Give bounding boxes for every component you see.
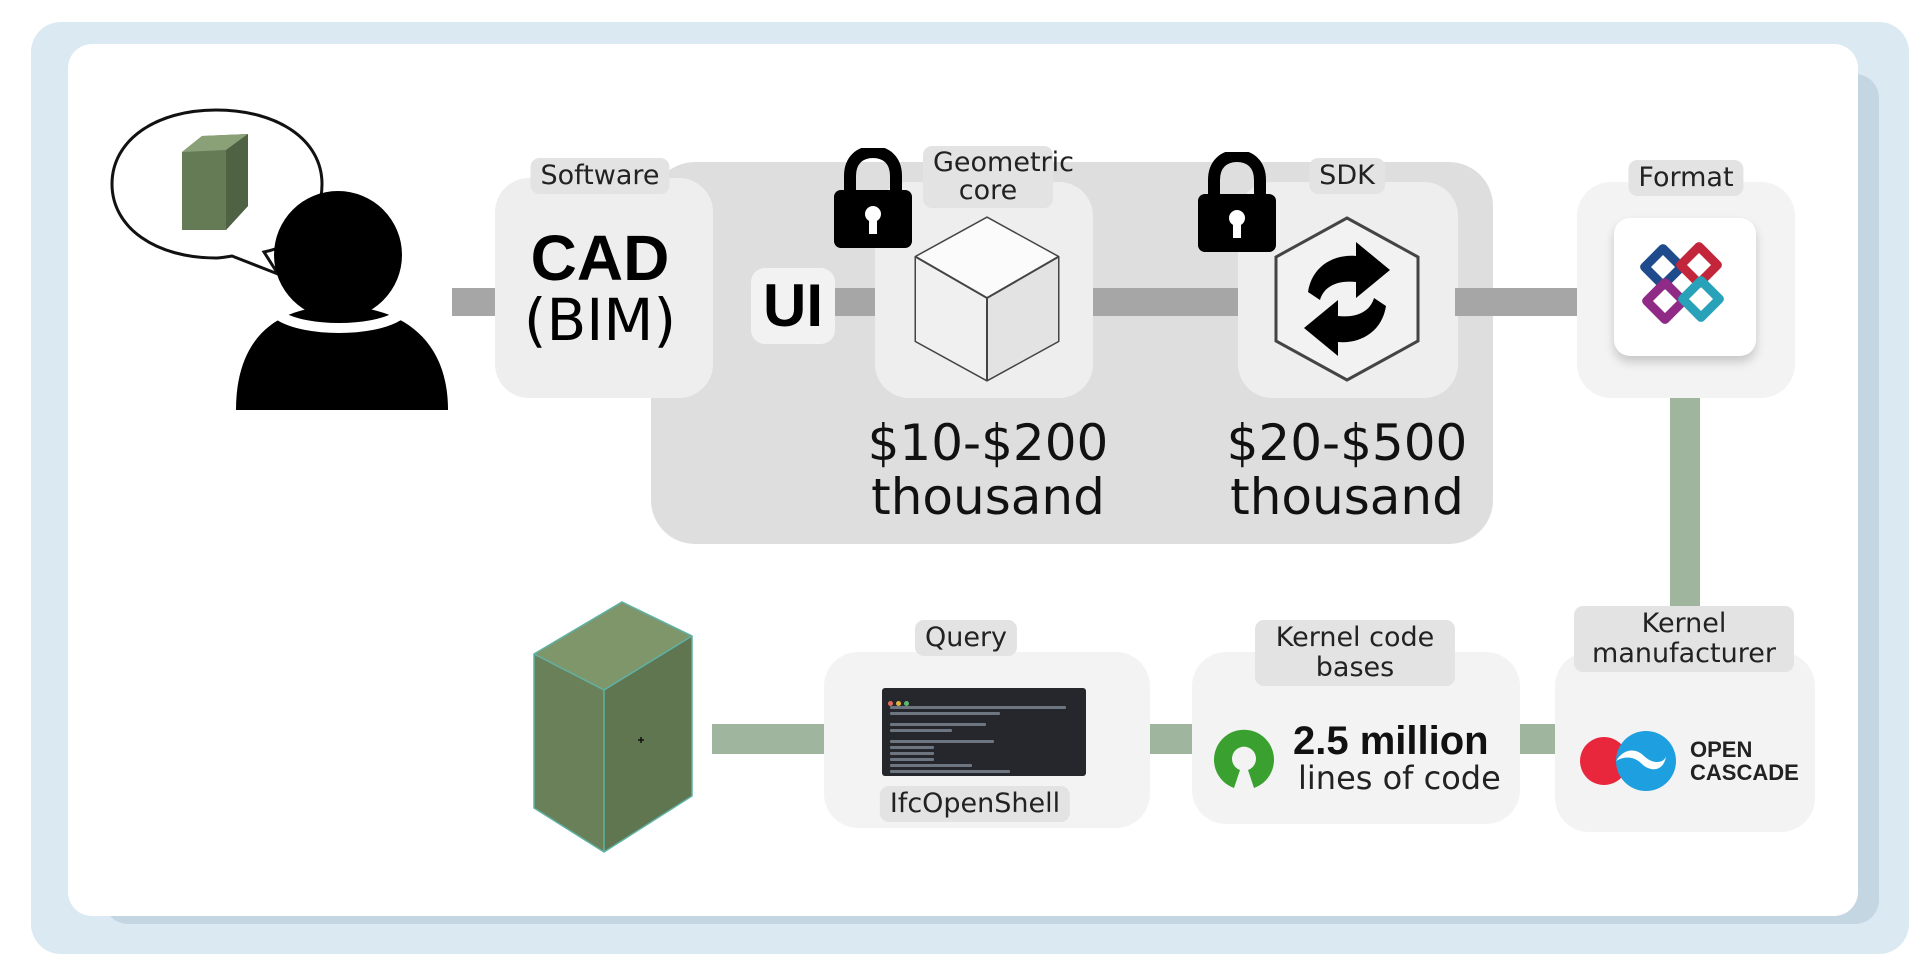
open-source-icon [1214,729,1274,788]
open-cascade-logo-icon [1580,731,1676,791]
geometric-core-label: Geometric core [923,146,1074,208]
open-cascade-wordmark: OPEN CASCADE [1690,738,1799,784]
connector-format-kernel [1670,396,1700,608]
format-label: Format [1628,160,1744,196]
cube-icon [914,216,1060,382]
sync-icon [1274,216,1420,382]
code-line [890,746,934,749]
ui-label: UI [763,272,823,339]
query-label: Query [914,620,1018,656]
code-size-unit: lines of code [1298,759,1501,797]
code-line [890,712,1000,715]
speech-bubble [110,108,324,276]
software-card [495,178,713,398]
open-word: OPEN [1690,737,1753,762]
code-line [890,764,972,767]
code-line [890,758,934,761]
sdk-label: SDK [1309,158,1385,194]
ifcopenshell-label: IfcOpenShell [879,786,1071,822]
code-line [890,706,1066,709]
connector-sdk-format [1455,288,1587,316]
code-size-amount: 2.5 million [1293,719,1489,763]
software-label: Software [530,158,670,194]
lock-icon-sdk [1198,152,1276,252]
ifc-logo-icon [1640,242,1724,324]
code-line [890,752,934,755]
kernel-manufacturer-label: Kernel manufacturer [1574,606,1794,672]
ui-box [751,268,835,344]
code-line [890,740,994,743]
person-icon [236,191,448,410]
code-line [890,729,952,732]
lock-icon-core [834,148,912,248]
code-window [882,688,1086,776]
bim-element-box [533,601,693,853]
sdk-price: $20-$500 thousand [1226,414,1468,526]
connector-codebase-kernel [1516,724,1556,754]
code-line [890,723,986,726]
cad-title: CAD [530,222,670,294]
cascade-word: CASCADE [1690,760,1799,785]
code-line [890,770,1010,773]
bim-subtitle: (BIM) [523,286,677,354]
ifc-logo-tile [1614,218,1756,356]
geometric-core-price: $10-$200 thousand [867,414,1109,526]
window-controls [888,693,912,711]
kernel-code-bases-label: Kernel code bases [1255,620,1455,686]
